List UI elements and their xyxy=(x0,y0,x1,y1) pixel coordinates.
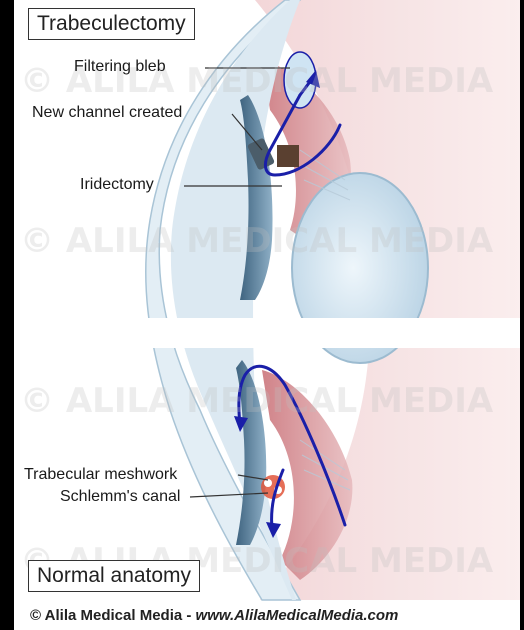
watermark-2: © ALILA MEDICAL MEDIA xyxy=(20,221,494,261)
label-iridectomy: Iridectomy xyxy=(80,175,154,195)
title-trabeculectomy: Trabeculectomy xyxy=(28,8,195,40)
label-trabecular-meshwork: Trabecular meshwork xyxy=(24,465,177,485)
left-border xyxy=(0,0,14,630)
footer-url[interactable]: www.AlilaMedicalMedia.com xyxy=(196,607,399,624)
label-filtering-bleb: Filtering bleb xyxy=(74,57,166,77)
label-new-channel: New channel created xyxy=(32,103,182,123)
footer-credit-text: © Alila Medical Media - xyxy=(30,607,196,624)
title-normal-anatomy: Normal anatomy xyxy=(28,560,200,592)
footer-credit: © Alila Medical Media - www.AlilaMedical… xyxy=(30,607,398,624)
label-schlemms-canal: Schlemm's canal xyxy=(60,487,180,507)
right-border xyxy=(520,0,524,630)
watermark-3: © ALILA MEDICAL MEDIA xyxy=(20,381,494,421)
iridectomy-gap xyxy=(277,145,299,167)
